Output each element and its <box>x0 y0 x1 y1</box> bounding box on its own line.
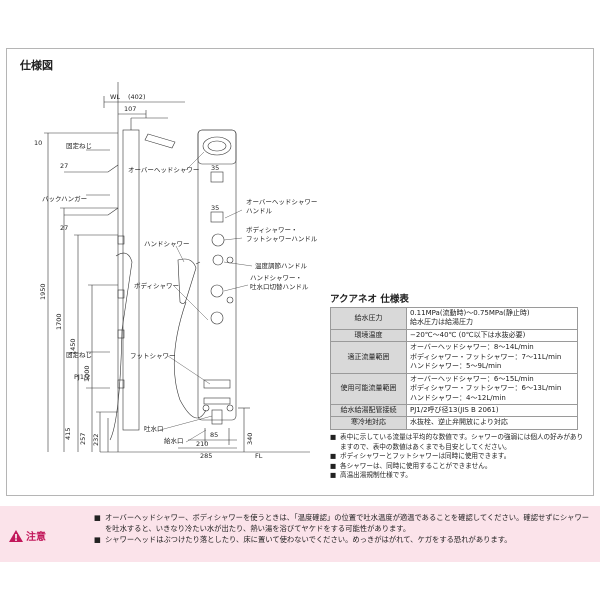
dim-10: 10 <box>34 139 42 147</box>
caution-text: オーバーヘッドシャワー、ボディシャワーを使うときは、「温度確認」の位置で吐水温度… <box>105 513 590 533</box>
label-overhead-shower: オーバーヘッドシャワー <box>128 166 199 174</box>
caution-item: ■ シャワーヘッドはぶつけたり落としたり、床に置いて使わないでください。めっきがは… <box>94 535 594 546</box>
dim-85: 85 <box>210 431 218 439</box>
spec-row-label: 適正流量範囲 <box>330 341 407 374</box>
spec-row-value: −20℃〜40℃ (0℃以下は水抜必要) <box>406 328 578 343</box>
spec-note: ■高温出湯規制仕様です。 <box>330 471 586 481</box>
spec-value-line: オーバーヘッドシャワー：6〜15L/min <box>410 374 534 383</box>
note-bullet: ■ <box>330 433 337 441</box>
note-text: 表中に示している流量は平均的な数値です。シャワーの強弱には個人の好みがありますの… <box>340 433 584 451</box>
spec-row: 環境温度−20℃〜40℃ (0℃以下は水抜必要) <box>330 328 578 343</box>
spec-value-line: 水抜栓、逆止弁開放により対応 <box>410 418 508 427</box>
dim-35-b: 35 <box>211 204 219 212</box>
caution-text: シャワーヘッドはぶつけたり落としたり、床に置いて使わないでください。めっきがはが… <box>105 534 512 544</box>
note-bullet: ■ <box>330 471 337 480</box>
label-water-inlet: 給水口 <box>164 436 184 445</box>
warning-icon <box>9 529 23 542</box>
label-foot-shower: フットシャワー <box>130 352 176 360</box>
spec-row-label: 使用可能流量範囲 <box>330 372 407 405</box>
spec-value-line: オーバーヘッドシャワー：8〜14L/min <box>410 343 534 352</box>
dim-210: 210 <box>196 440 208 448</box>
dim-257: 257 <box>79 433 87 445</box>
dim-285: 285 <box>200 452 212 460</box>
label-fixing-screw-bottom: 固定ねじ <box>66 350 92 359</box>
caution-items: ■ オーバーヘッドシャワー、ボディシャワーを使うときは、「温度確認」の位置で吐水温… <box>94 513 594 546</box>
dim-27-a: 27 <box>60 162 68 170</box>
floor-line-label: FL <box>255 452 263 460</box>
spec-value-line: ハンドシャワー：4〜12L/min <box>410 393 506 402</box>
caution-bullet: ■ <box>94 513 101 522</box>
spec-row: 寒冷地対応水抜栓、逆止弁開放により対応 <box>330 416 578 430</box>
dim-107: 107 <box>124 105 136 113</box>
spec-row-value: 0.11MPa(流動時)〜0.75MPa(静止時)給水圧力は給湯圧力 <box>406 307 578 330</box>
label-overhead-shower-handle: オーバーヘッドシャワー ハンドル <box>246 198 320 215</box>
spec-value-line: ボディシャワー・フットシャワー：6〜13L/min <box>410 384 562 393</box>
note-text: ボディシャワーとフットシャワーは同時に使用できます。 <box>340 452 511 461</box>
dim-1700: 1700 <box>55 313 63 330</box>
spec-value-line: 0.11MPa(流動時)〜0.75MPa(静止時) <box>410 309 530 317</box>
dim-232: 232 <box>92 434 100 446</box>
label-pj: PJ1/2 <box>74 373 90 381</box>
spec-row-label: 給水給湯配管接続 <box>330 403 407 418</box>
dim-35-a: 35 <box>211 164 219 172</box>
spec-value-line: ハンドシャワー：5〜9L/min <box>410 362 502 371</box>
label-spout: 吐水口 <box>144 424 164 433</box>
label-hand-spout-handle: ハンドシャワー・ 吐水口切替ハンドル <box>250 274 309 291</box>
note-text: 各シャワーは、同時に使用することができません。 <box>340 461 492 470</box>
spec-notes: ■表中に示している流量は平均的な数値です。シャワーの強弱には個人の好みがあります… <box>330 433 586 481</box>
caution-item: ■ オーバーヘッドシャワー、ボディシャワーを使うときは、「温度確認」の位置で吐水温… <box>94 513 594 535</box>
note-text: 高温出湯規制仕様です。 <box>340 471 412 480</box>
dim-1950: 1950 <box>39 283 47 300</box>
spec-table-title: アクアネオ 仕様表 <box>330 294 409 305</box>
dim-340: 340 <box>246 433 254 445</box>
spec-note: ■表中に示している流量は平均的な数値です。シャワーの強弱には個人の好みがあります… <box>330 433 586 452</box>
label-hand-shower: ハンドシャワー <box>144 240 190 248</box>
spec-row-value: 水抜栓、逆止弁開放により対応 <box>406 416 578 430</box>
label-body-foot-handle: ボディシャワー・ フットシャワーハンドル <box>246 225 318 243</box>
spec-row-label: 環境温度 <box>330 328 407 343</box>
note-bullet: ■ <box>330 461 337 470</box>
dim-402: (402) <box>128 93 145 101</box>
dim-1000: 1000 <box>83 365 91 382</box>
spec-row-label: 寒冷地対応 <box>330 416 407 430</box>
label-body-shower: ボディシャワー <box>134 281 179 290</box>
caution-bullet: ■ <box>94 534 101 544</box>
dim-wl: WL <box>110 93 120 101</box>
caution-banner <box>0 506 600 562</box>
section-title: 仕様図 <box>20 59 53 72</box>
caution-label-text: 注意 <box>26 532 46 543</box>
label-temp-handle: 温度調節ハンドル <box>255 261 308 270</box>
dim-415: 415 <box>64 428 72 440</box>
spec-diagram-frame <box>6 48 594 496</box>
label-fixing-screw-top: 固定ねじ <box>66 141 92 150</box>
spec-note: ■各シャワーは、同時に使用することができません。 <box>330 462 586 472</box>
note-bullet: ■ <box>330 452 337 461</box>
spec-value-line: ボディシャワー・フットシャワー：7〜11L/min <box>410 352 562 361</box>
caution-label: 注意 <box>8 528 46 543</box>
spec-value-line: −20℃〜40℃ (0℃以下は水抜必要) <box>410 330 526 339</box>
spec-row-label: 給水圧力 <box>330 307 407 330</box>
spec-value-line: 給水圧力は給湯圧力 <box>410 318 473 327</box>
spec-row-value: PJ1/2呼び径13(JIS B 2061) <box>406 403 578 418</box>
spec-value-line: PJ1/2呼び径13(JIS B 2061) <box>410 405 499 414</box>
spec-note: ■ボディシャワーとフットシャワーは同時に使用できます。 <box>330 452 586 462</box>
dim-27-b: 27 <box>60 224 68 232</box>
dim-1450: 1450 <box>69 338 77 355</box>
label-back-hanger: バックハンガー <box>42 194 87 203</box>
